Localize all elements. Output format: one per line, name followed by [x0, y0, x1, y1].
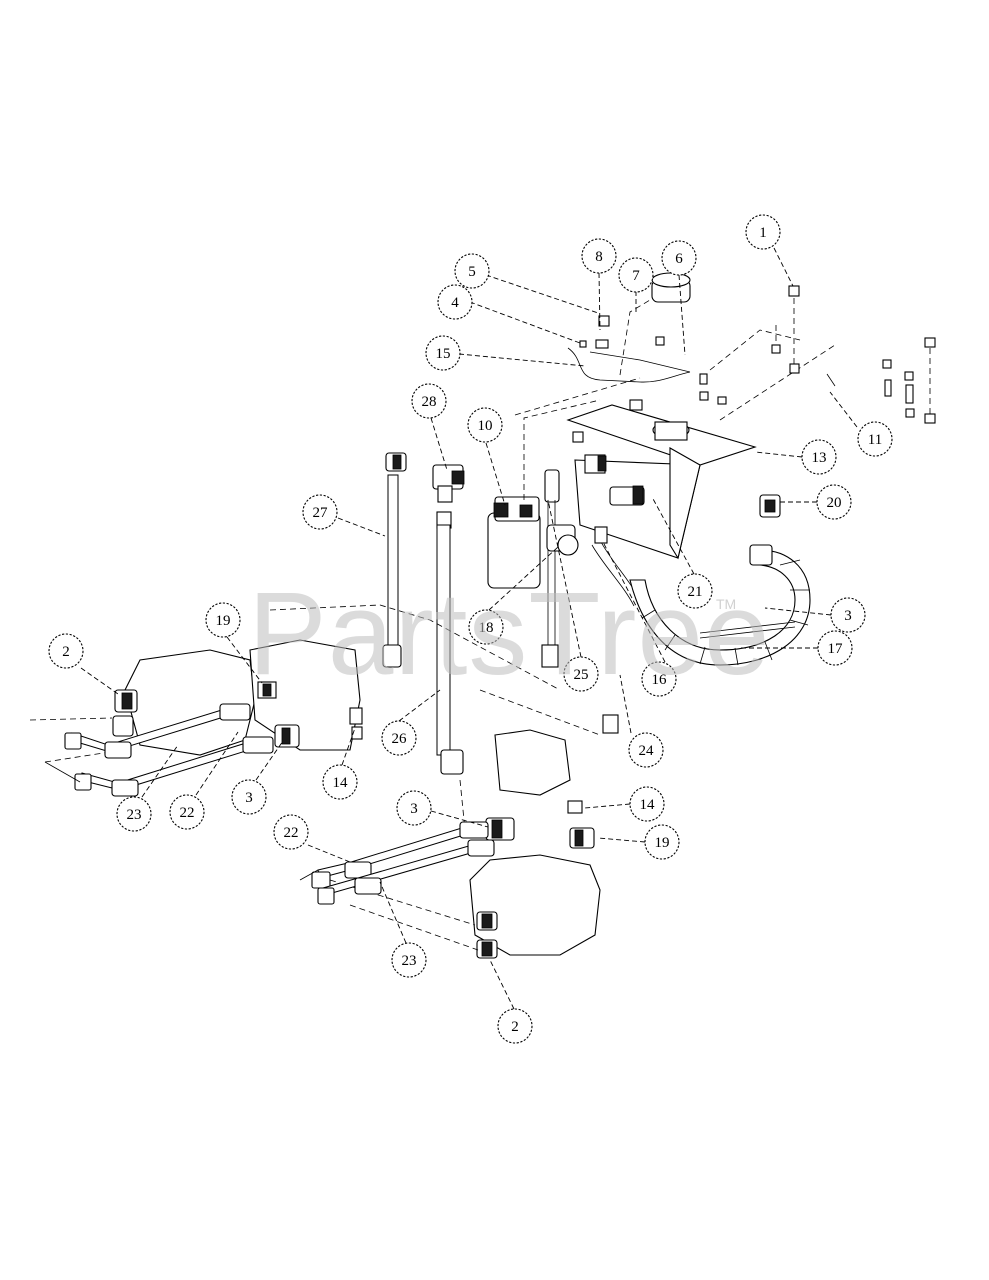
vertical-hose-27 [382, 474, 402, 668]
callout-label: 5 [468, 264, 476, 280]
callout-label: 22 [180, 805, 195, 821]
callout-3-left[interactable]: 3 [231, 779, 267, 815]
callout-24[interactable]: 24 [628, 732, 664, 768]
tank-fittings [546, 454, 645, 556]
callout-10[interactable]: 8 [581, 238, 617, 274]
callout-1[interactable]: 1 [745, 214, 781, 250]
callout-label: 3 [410, 801, 418, 817]
callout-28[interactable]: 28 [411, 383, 447, 419]
callout-19-left[interactable]: 19 [205, 602, 241, 638]
right-hydraulic-pump [329, 729, 601, 959]
callout-label: 25 [574, 667, 589, 683]
callout-label: 27 [313, 505, 329, 521]
callout-13[interactable]: 13 [801, 439, 837, 475]
left-pump-hoses [44, 703, 274, 797]
leader-lines [80, 247, 858, 1010]
callout-label: 3 [245, 790, 253, 806]
callout-3-right[interactable]: 3 [396, 790, 432, 826]
callout-label: 16 [652, 672, 668, 688]
callout-22-right[interactable]: 22 [273, 814, 309, 850]
callout-21[interactable]: 21 [677, 573, 713, 609]
oil-filter [487, 377, 641, 589]
callout-19-right[interactable]: 19 [644, 824, 680, 860]
callout-label: 6 [675, 251, 683, 267]
callout-5[interactable]: 4 [437, 284, 473, 320]
misc-hardware [572, 373, 836, 443]
vertical-hose-26 [436, 511, 464, 775]
return-hoses [541, 469, 641, 734]
callout-label: 13 [812, 450, 827, 466]
parts-line-art [29, 272, 936, 959]
left-hydraulic-pump [29, 604, 601, 763]
callout-label: 2 [511, 1019, 519, 1035]
callout-2-left[interactable]: 2 [48, 633, 84, 669]
callout-label: 4 [451, 295, 459, 311]
callout-label: 1 [759, 225, 767, 241]
callout-label: 28 [422, 394, 437, 410]
callout-8[interactable]: 6 [661, 240, 697, 276]
callout-label: 7 [632, 268, 640, 284]
callout-23-right[interactable]: 23 [391, 942, 427, 978]
callout-17[interactable]: 17 [817, 630, 853, 666]
mounting-bolts [699, 285, 936, 424]
callout-11[interactable]: 11 [857, 421, 893, 457]
callout-22-left[interactable]: 22 [169, 794, 205, 830]
suction-hose [629, 494, 811, 666]
callout-6[interactable]: 10 [467, 407, 503, 443]
filter-head-fittings [385, 452, 465, 503]
callout-4[interactable]: 3 [830, 597, 866, 633]
filter-bracket [567, 315, 691, 383]
callout-25[interactable]: 25 [563, 656, 599, 692]
callout-label: 24 [639, 743, 655, 759]
callout-label: 22 [284, 825, 299, 841]
callout-20[interactable]: 20 [816, 484, 852, 520]
callout-14-right[interactable]: 14 [629, 786, 665, 822]
callout-label: 10 [478, 418, 493, 434]
callout-label: 19 [655, 835, 670, 851]
trademark-symbol: TM [716, 596, 737, 612]
callout-14-left[interactable]: 14 [322, 764, 358, 800]
callout-label: 17 [828, 641, 844, 657]
callout-label: 14 [640, 797, 656, 813]
callout-16[interactable]: 16 [641, 661, 677, 697]
callout-label: 20 [827, 495, 842, 511]
callout-9[interactable]: 7 [618, 257, 654, 293]
callout-label: 19 [216, 613, 231, 629]
callout-26[interactable]: 26 [381, 720, 417, 756]
callout-label: 14 [333, 775, 349, 791]
right-pump-hoses [299, 821, 495, 905]
callout-18[interactable]: 18 [468, 609, 504, 645]
callout-label: 11 [868, 432, 882, 448]
callout-label: 2 [62, 644, 70, 660]
callout-23-left[interactable]: 23 [116, 796, 152, 832]
callout-label: 18 [479, 620, 494, 636]
callout-label: 15 [436, 346, 451, 362]
callouts: 1 8 7 6 5 4 15 28 10 11 13 20 27 21 3 19… [48, 214, 893, 1044]
callout-7[interactable]: 5 [454, 253, 490, 289]
callout-label: 23 [127, 807, 142, 823]
callout-27[interactable]: 27 [302, 494, 338, 530]
callout-label: 3 [844, 608, 852, 624]
callout-2-right[interactable]: 2 [497, 1008, 533, 1044]
callout-label: 21 [688, 584, 703, 600]
callout-label: 8 [595, 249, 603, 265]
callout-label: 23 [402, 953, 417, 969]
callout-label: 26 [392, 731, 408, 747]
callout-15[interactable]: 15 [425, 335, 461, 371]
